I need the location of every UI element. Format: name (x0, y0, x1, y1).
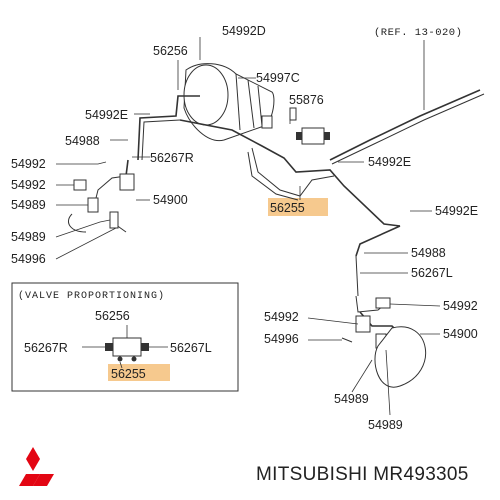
label-54996-right: 54996 (264, 332, 299, 346)
label-54992E-left: 54992E (85, 108, 128, 122)
brake-booster (183, 63, 275, 142)
inset-label-56267L: 56267L (170, 341, 212, 355)
valve-proportioning-inset: (VALVE PROPORTIONING) 56256 56267R 56267… (11, 282, 239, 392)
left-hose-assembly (68, 159, 135, 233)
label-55876: 55876 (289, 93, 324, 107)
label-54989-left-2: 54989 (11, 230, 46, 244)
inset-frame (11, 282, 239, 392)
label-56267L: 56267L (411, 266, 453, 280)
leader-lines (55, 37, 441, 416)
right-hose-assembly (341, 295, 427, 388)
inset-label-56255: 56255 (111, 367, 146, 381)
label-54989-right-1: 54989 (334, 392, 369, 406)
label-54992E-lower: 54992E (435, 204, 478, 218)
mitsubishi-logo (19, 447, 54, 486)
label-54996-left: 54996 (11, 252, 46, 266)
label-56267R: 56267R (150, 151, 194, 165)
label-54900-left: 54900 (153, 193, 188, 207)
label-54992D: 54992D (222, 24, 266, 38)
highlight-56255-box (108, 364, 170, 381)
label-54997C: 54997C (256, 71, 300, 85)
inset-valve-body (112, 337, 142, 357)
label-54992-right-1: 54992 (443, 299, 478, 313)
brake-pipes-upper (137, 89, 485, 297)
label-54989-right-2: 54989 (368, 418, 403, 432)
inset-title: (VALVE PROPORTIONING) (18, 290, 165, 302)
label-54992E-right: 54992E (368, 155, 411, 169)
inset-label-56267R: 56267R (24, 341, 68, 355)
label-54992-left-1: 54992 (11, 157, 46, 171)
label-56255-main: 56255 (270, 201, 305, 215)
brand-part-number: MITSUBISHI MR493305 (256, 464, 469, 485)
label-54900-right: 54900 (443, 327, 478, 341)
label-54989-left-1: 54989 (11, 198, 46, 212)
highlight-56255-main (268, 198, 328, 216)
label-56256: 56256 (153, 44, 188, 58)
proportioning-valve-center (289, 107, 330, 145)
label-54988-left: 54988 (65, 134, 100, 148)
inset-label-56256: 56256 (95, 309, 130, 323)
ref-note: (REF. 13-020) (374, 27, 462, 39)
label-54992-right-2: 54992 (264, 310, 299, 324)
label-54992-left-2: 54992 (11, 178, 46, 192)
label-54988-right: 54988 (411, 246, 446, 260)
